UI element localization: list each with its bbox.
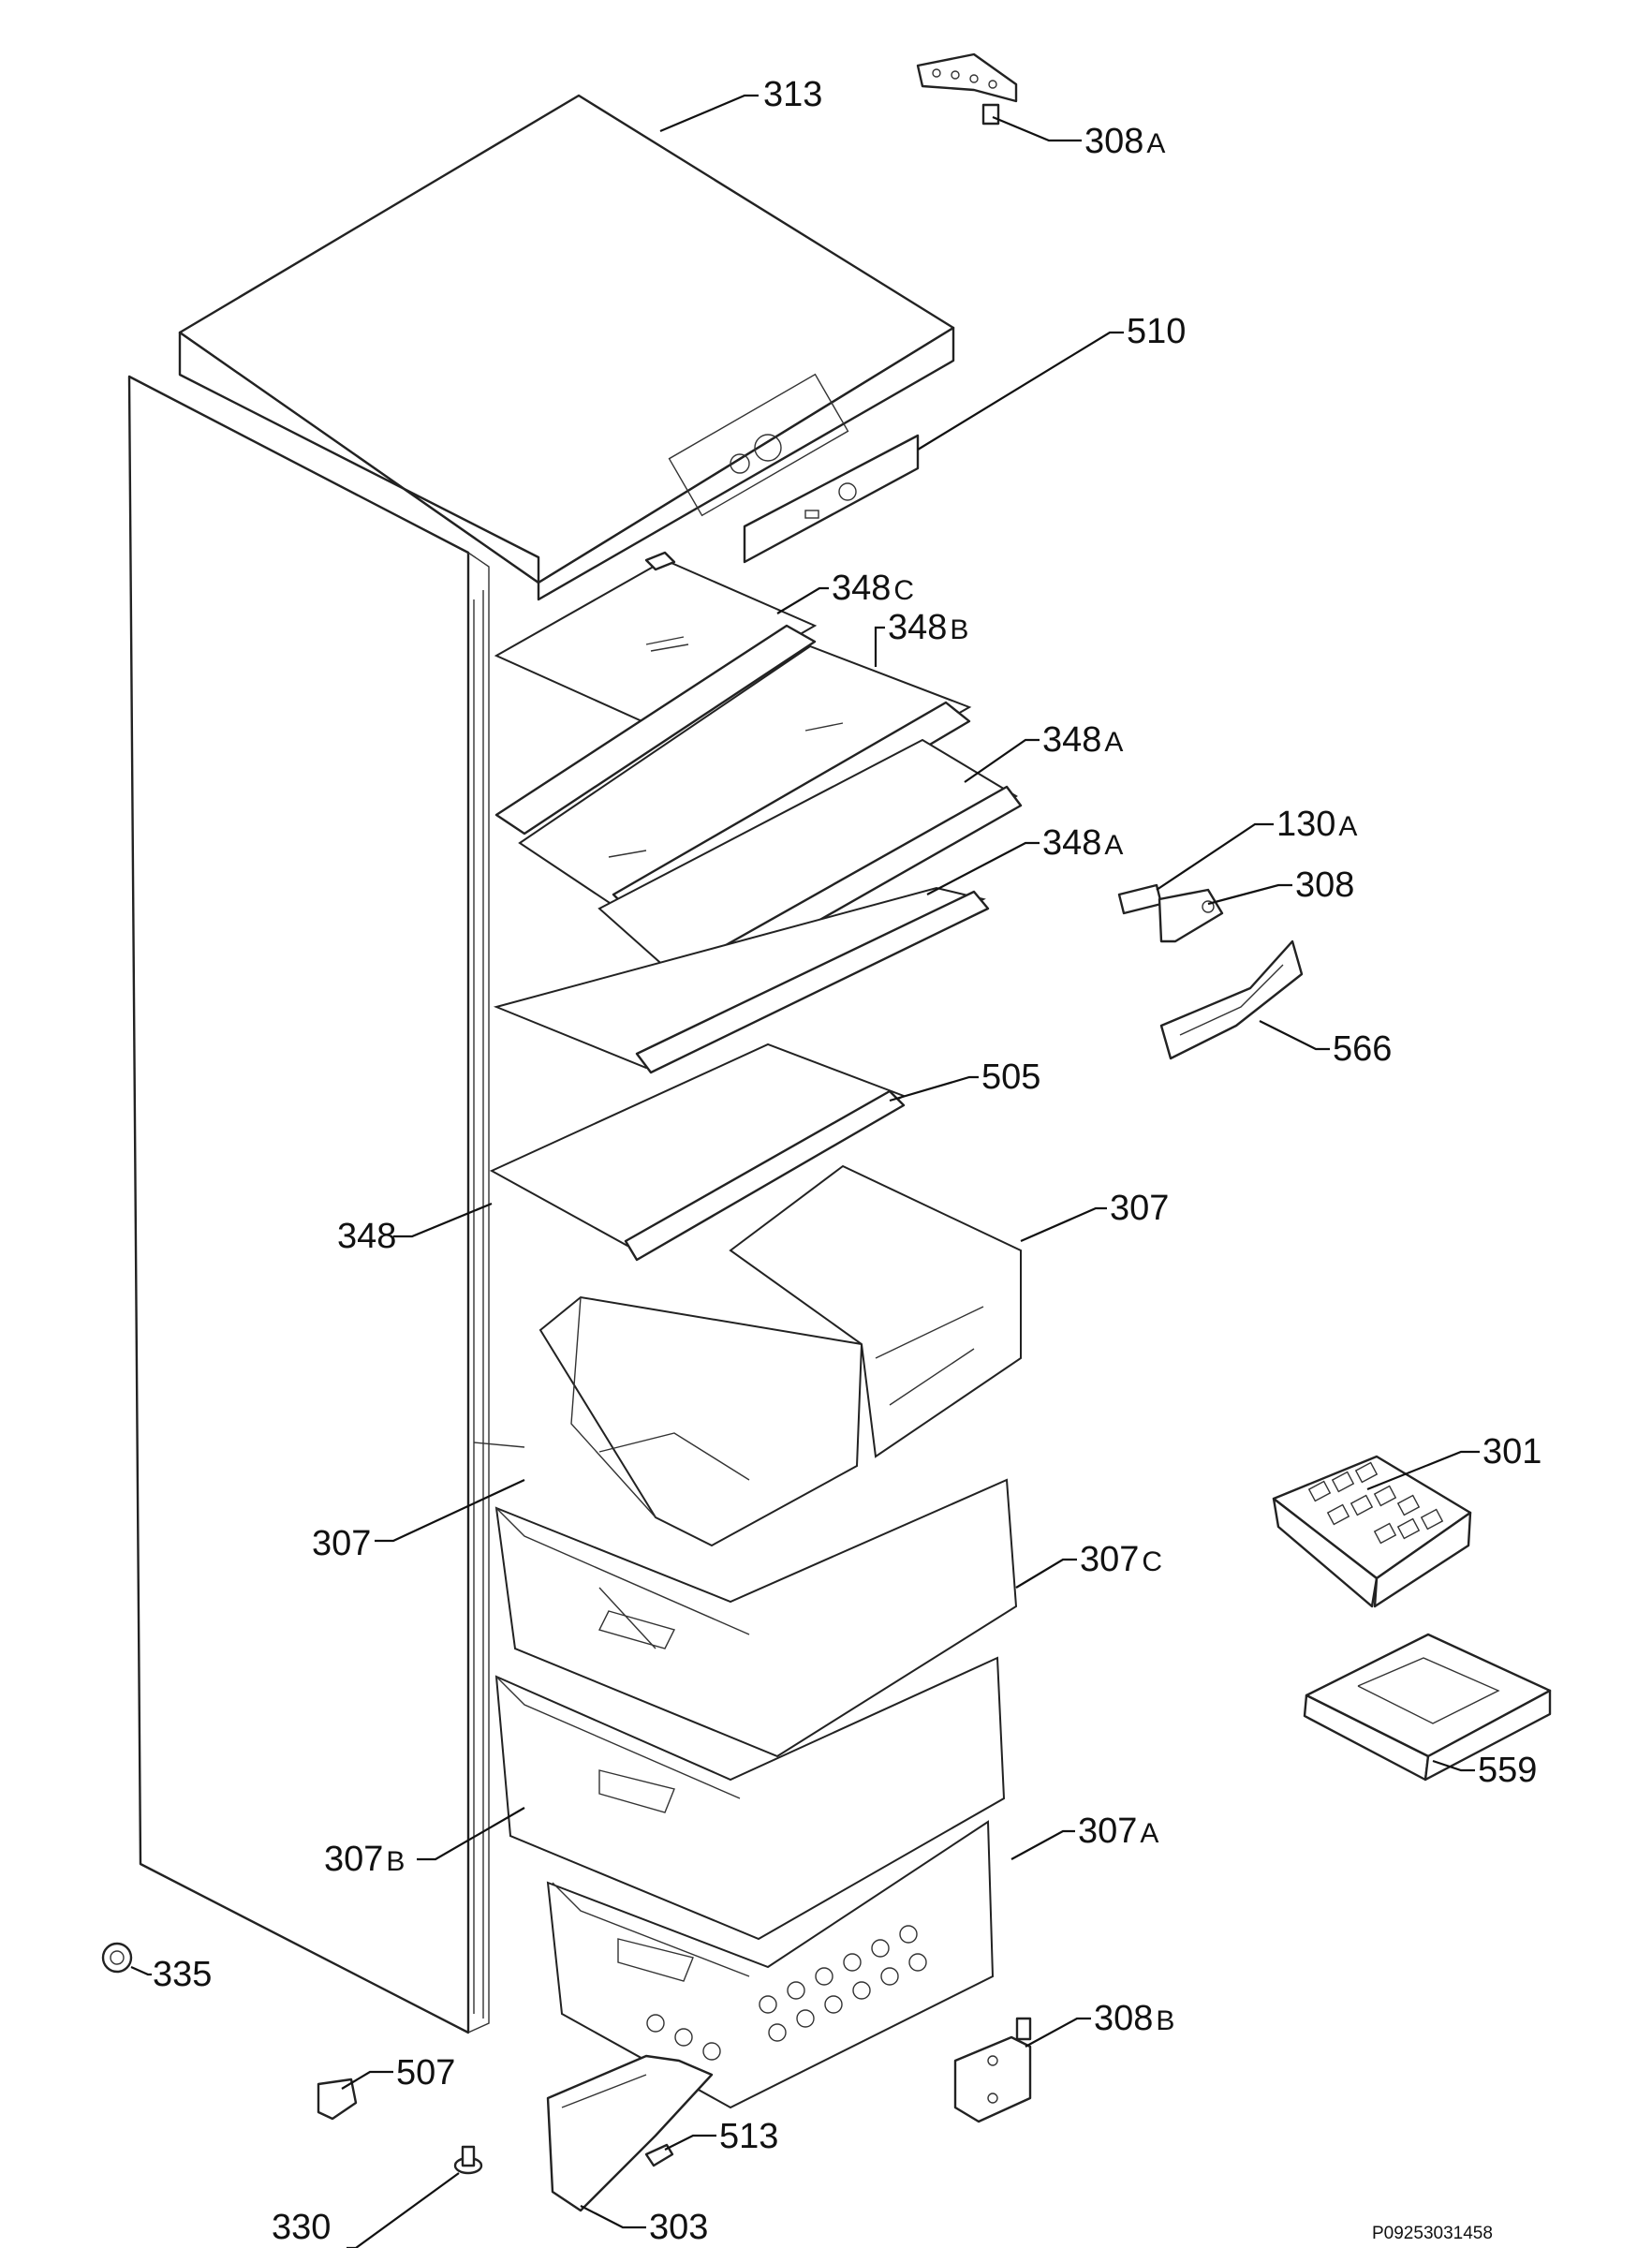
label-suffix: A [1104,830,1123,861]
label-559: 559 [1478,1751,1537,1790]
screw-330 [453,2145,483,2175]
label-number: 308 [1295,865,1354,905]
label-number: 348 [832,569,891,608]
label-307-lower: 307 [312,1524,371,1563]
label-suffix: A [1338,811,1357,842]
label-number: 510 [1127,312,1186,351]
label-number: 348 [337,1217,396,1256]
top-cover-313 [178,94,955,601]
label-number: 130 [1276,805,1335,844]
drawer-307c [494,1478,1018,1758]
label-suffix: B [1156,2005,1174,2036]
label-number: 307 [1080,1540,1139,1579]
label-307-upper: 307 [1110,1189,1169,1228]
shelf-348c [494,551,818,836]
label-number: 335 [153,1955,212,1994]
label-313: 313 [763,75,822,114]
label-335: 335 [153,1955,212,1994]
label-number: 330 [272,2208,331,2247]
label-number: 303 [649,2208,708,2247]
label-suffix: A [1146,128,1165,159]
label-suffix: B [386,1846,405,1877]
label-suffix: A [1140,1818,1158,1849]
label-suffix: C [1142,1546,1162,1577]
label-number: 308 [1084,122,1143,161]
bracket-130a [1117,883,1163,915]
label-number: 308 [1094,1999,1153,2038]
label-number: 348 [888,608,947,647]
hinge-308b [953,2017,1032,2123]
label-number: 307 [1110,1189,1169,1228]
label-number: 348 [1042,720,1101,760]
leader-lines [130,94,1480,2248]
shelf-348a-lower [493,886,990,1074]
label-303: 303 [649,2208,708,2247]
label-number: 559 [1478,1751,1537,1790]
hinge-308a [916,52,1018,126]
label-330: 330 [272,2208,331,2247]
label-number: 348 [1042,823,1101,863]
crisper-307-right [729,1164,1022,1458]
label-number: 307 [312,1524,371,1563]
label-number: 313 [763,75,822,114]
control-panel-510 [743,434,920,564]
label-505: 505 [981,1057,1040,1097]
label-number: 307 [1078,1812,1137,1851]
drawer-307a [546,1820,995,2109]
label-suffix: B [950,614,968,645]
diagram-code: P09253031458 [1372,2224,1493,2243]
label-suffix: C [893,575,914,606]
hinge-308 [1158,888,1224,943]
label-566: 566 [1333,1029,1392,1069]
label-suffix: A [1104,727,1123,758]
bracket-566 [1159,939,1304,1060]
label-308: 308 [1295,865,1354,905]
label-507: 507 [396,2053,455,2093]
fridge-cabinet [127,375,525,2034]
label-number: 507 [396,2053,455,2093]
trim-303 [546,2054,714,2212]
label-number: 566 [1333,1029,1392,1069]
foot-335 [101,1942,133,1974]
ice-tray-301 [1272,1455,1472,1608]
label-513: 513 [719,2117,778,2156]
label-348: 348 [337,1217,396,1256]
label-301: 301 [1482,1432,1541,1472]
label-number: 301 [1482,1432,1541,1472]
ice-tray-lid-559 [1303,1633,1552,1782]
label-number: 513 [719,2117,778,2156]
drawer-307b [494,1656,1006,1941]
shelf-348 [489,1043,907,1262]
label-number: 307 [324,1840,383,1879]
crisper-307-left [538,1295,863,1547]
label-number: 505 [981,1057,1040,1097]
label-510: 510 [1127,312,1186,351]
clip-507 [317,2078,358,2121]
